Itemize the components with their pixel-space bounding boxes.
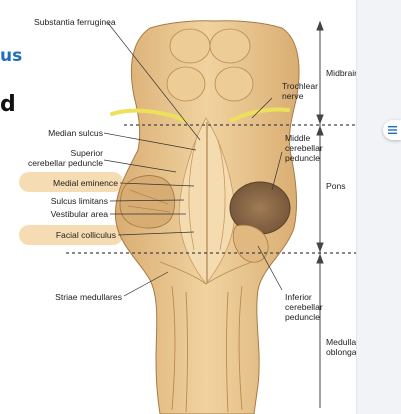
label-sulcus-limitans: Sulcus limitans xyxy=(51,196,108,206)
label-pons: Pons xyxy=(326,181,346,191)
label-substantia-ferruginea: Substantia ferruginea xyxy=(34,17,116,27)
label-inferior-cp-line2: cerebellar xyxy=(285,302,323,312)
label-trochlear-line2: nerve xyxy=(282,91,304,101)
label-superior-cp-line2: cerebellar peduncle xyxy=(28,158,103,168)
label-middle-cp-line3: peduncle xyxy=(285,153,320,163)
label-vestibular-area: Vestibular area xyxy=(51,209,109,219)
level-bracket xyxy=(317,22,323,408)
menu-icon xyxy=(388,121,397,139)
label-medial-eminence: Medial eminence xyxy=(53,178,118,188)
label-inferior-cp-line1: Inferior xyxy=(285,292,312,302)
label-middle-cp-line2: cerebellar xyxy=(285,143,323,153)
label-middle-cp-line1: Middle xyxy=(285,133,311,143)
label-inferior-cp-line3: peduncle xyxy=(285,312,320,322)
label-trochlear-line1: Trochlear xyxy=(282,81,318,91)
label-midbrain: Midbrain xyxy=(326,68,356,78)
menu-toggle-button[interactable] xyxy=(383,120,401,140)
label-facial-colliculus: Facial colliculus xyxy=(56,230,116,240)
brainstem-diagram: Substantia ferruginea Median sulcus Supe… xyxy=(0,0,356,414)
side-panel xyxy=(356,0,401,414)
label-median-sulcus: Median sulcus xyxy=(48,128,103,138)
label-superior-cp-line1: Superior xyxy=(71,148,104,158)
label-medulla-line1: Medulla xyxy=(326,337,356,347)
label-striae-medullares: Striae medullares xyxy=(55,292,122,302)
label-medulla-line2: oblongata xyxy=(326,347,356,357)
